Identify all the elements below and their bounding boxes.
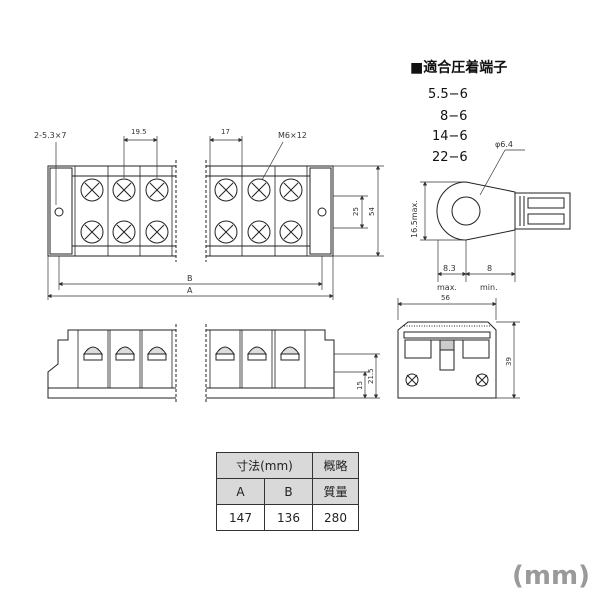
height-inner-label: 25 <box>352 207 360 216</box>
side-h2: 21.5 <box>367 368 375 384</box>
side-view <box>47 324 380 404</box>
end-height: 39 <box>505 357 513 366</box>
spec-header-dims: 寸法(mm) <box>216 452 313 479</box>
length-a-label: A <box>187 286 193 295</box>
height-outer-label: 54 <box>368 207 376 216</box>
legend: ■適合圧着端子 5.5−6 8−6 14−6 22−6 <box>410 59 507 165</box>
legend-item: 14−6 <box>432 129 468 144</box>
terminal-height: 16.5max. <box>410 200 419 238</box>
spec-col-mass: 質量 <box>312 478 359 505</box>
crimp-terminal <box>420 149 571 282</box>
screw-row-bottom <box>80 220 303 244</box>
terminal-w1: 8.3 <box>443 264 456 273</box>
pitch-label: 19.5 <box>131 128 147 136</box>
side-screw-heads <box>83 346 300 361</box>
terminal-w1-note: max. <box>437 283 457 292</box>
hole-label: 2-5.3×7 <box>34 131 67 140</box>
spec-val-b: 136 <box>264 504 313 531</box>
legend-item: 8−6 <box>440 109 467 124</box>
spec-val-mass: 280 <box>312 504 359 531</box>
spec-col-a: A <box>216 478 265 505</box>
spec-val-a: 147 <box>216 504 265 531</box>
terminal-diameter: φ6.4 <box>495 140 513 149</box>
legend-title: ■適合圧着端子 <box>410 59 507 76</box>
legend-item: 5.5−6 <box>428 87 468 102</box>
terminal-w2-note: min. <box>480 283 498 292</box>
side-h1: 15 <box>356 381 364 390</box>
terminal-w2: 8 <box>487 264 492 273</box>
unit-label: (mm) <box>512 561 590 591</box>
top-view <box>47 136 384 300</box>
legend-item: 22−6 <box>432 150 468 165</box>
screw-row-top <box>80 178 303 202</box>
pitch2-label: 17 <box>221 128 230 136</box>
spec-table: 寸法(mm) 概略 A B 質量 147 136 280 <box>216 452 359 531</box>
end-width: 56 <box>441 294 450 302</box>
length-b-label: B <box>187 274 193 283</box>
spec-header-mass: 概略 <box>312 452 359 479</box>
spec-col-b: B <box>264 478 313 505</box>
screw-label: M6×12 <box>278 131 307 140</box>
end-view <box>397 298 520 399</box>
